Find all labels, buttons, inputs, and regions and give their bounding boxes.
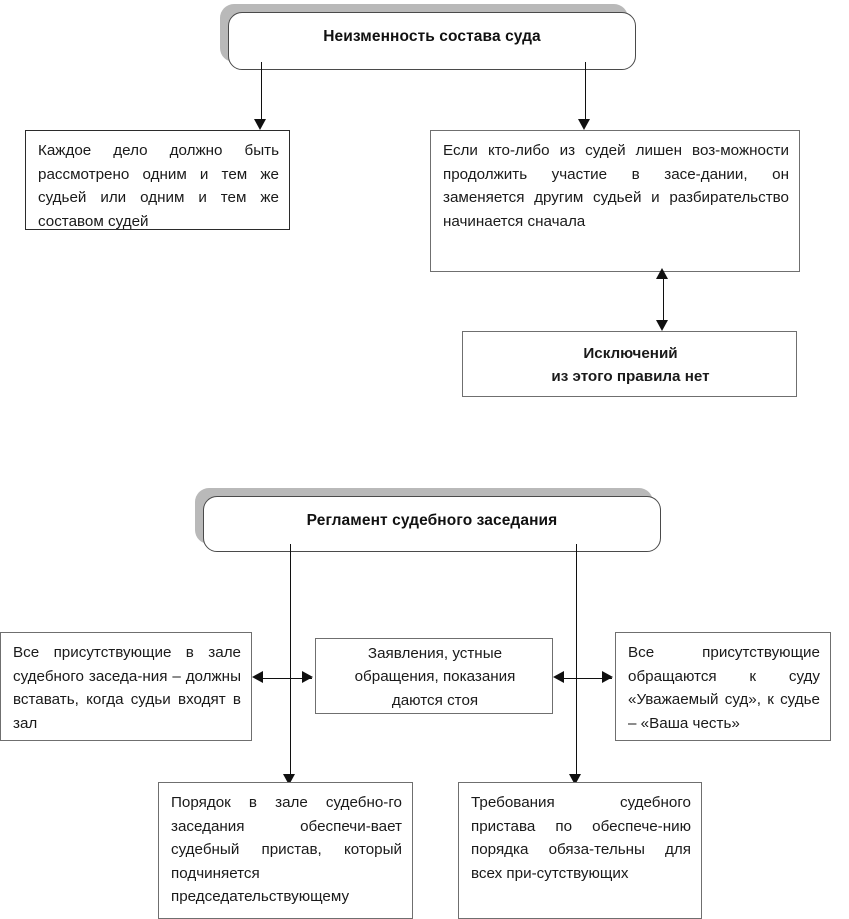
diagram1-box-right-text: Если кто-либо из судей лишен воз-можност…	[443, 142, 789, 230]
diagram1-box-left-text: Каждое дело должно быть рассмотрено одни…	[38, 142, 279, 230]
diagram2-box-center: Заявления, устные обращения, показания д…	[315, 638, 553, 714]
center-line-3: даются стоя	[391, 691, 479, 709]
arrow-title2-bottomleft-head	[283, 774, 295, 785]
diagram1-box-exception-text: Исключений из этого правила нет	[463, 334, 796, 395]
diagram2-box-right: Все присутствующие обращаются к суду «Ув…	[615, 632, 831, 741]
diagram2-box-bottom-right-text: Требования судебного пристава по обеспеч…	[471, 794, 691, 882]
connector-center-right	[557, 678, 612, 679]
arrow-center-right-left-head	[553, 671, 564, 683]
arrow-title1-to-left-head	[254, 119, 266, 130]
arrow-title2-bottomright-head	[569, 774, 581, 785]
exception-line-2: из этого правила нет	[551, 368, 710, 385]
center-line-1: Заявления, устные	[367, 644, 503, 662]
arrow-exception-down-head	[656, 320, 668, 331]
connector-title2-right-trunk	[576, 544, 577, 776]
arrow-exception-up-head	[656, 268, 668, 279]
diagram2-box-bottom-right: Требования судебного пристава по обеспеч…	[458, 782, 702, 919]
exception-line-1: Исключений	[583, 344, 678, 362]
connector-title1-to-left	[261, 62, 262, 120]
diagram1-box-right: Если кто-либо из судей лишен воз-можност…	[430, 130, 800, 272]
connector-title2-left-trunk	[290, 544, 291, 776]
diagram2-title-banner: Регламент судебного заседания	[195, 488, 661, 552]
arrow-left-center-left-head	[252, 671, 263, 683]
diagram1-box-exception: Исключений из этого правила нет	[462, 331, 797, 397]
diagram2-box-right-text: Все присутствующие обращаются к суду «Ув…	[628, 644, 820, 732]
diagram1-title-banner: Неизменность состава суда	[220, 4, 636, 70]
diagram2-box-left: Все присутствующие в зале судебного засе…	[0, 632, 252, 741]
diagram2-box-center-text: Заявления, устные обращения, показания д…	[316, 634, 552, 719]
diagram2-box-bottom-left-text: Порядок в зале судебно-го заседания обес…	[171, 794, 402, 905]
connector-left-center	[256, 678, 312, 679]
diagram1-box-left: Каждое дело должно быть рассмотрено одни…	[25, 130, 290, 230]
title-banner-face-2: Регламент судебного заседания	[203, 496, 661, 552]
diagram2-box-left-text: Все присутствующие в зале судебного засе…	[13, 644, 241, 732]
arrow-left-center-right-head	[302, 671, 313, 683]
connector-right-to-exception	[663, 275, 664, 323]
arrow-center-right-right-head	[602, 671, 613, 683]
diagram2-box-bottom-left: Порядок в зале судебно-го заседания обес…	[158, 782, 413, 919]
arrow-title1-to-right-head	[578, 119, 590, 130]
connector-title1-to-right	[585, 62, 586, 120]
diagram1-title-text: Неизменность состава суда	[323, 28, 541, 45]
center-line-2: обращения, показания	[354, 668, 516, 686]
title-banner-face: Неизменность состава суда	[228, 12, 636, 70]
diagram2-title-text: Регламент судебного заседания	[306, 512, 558, 529]
